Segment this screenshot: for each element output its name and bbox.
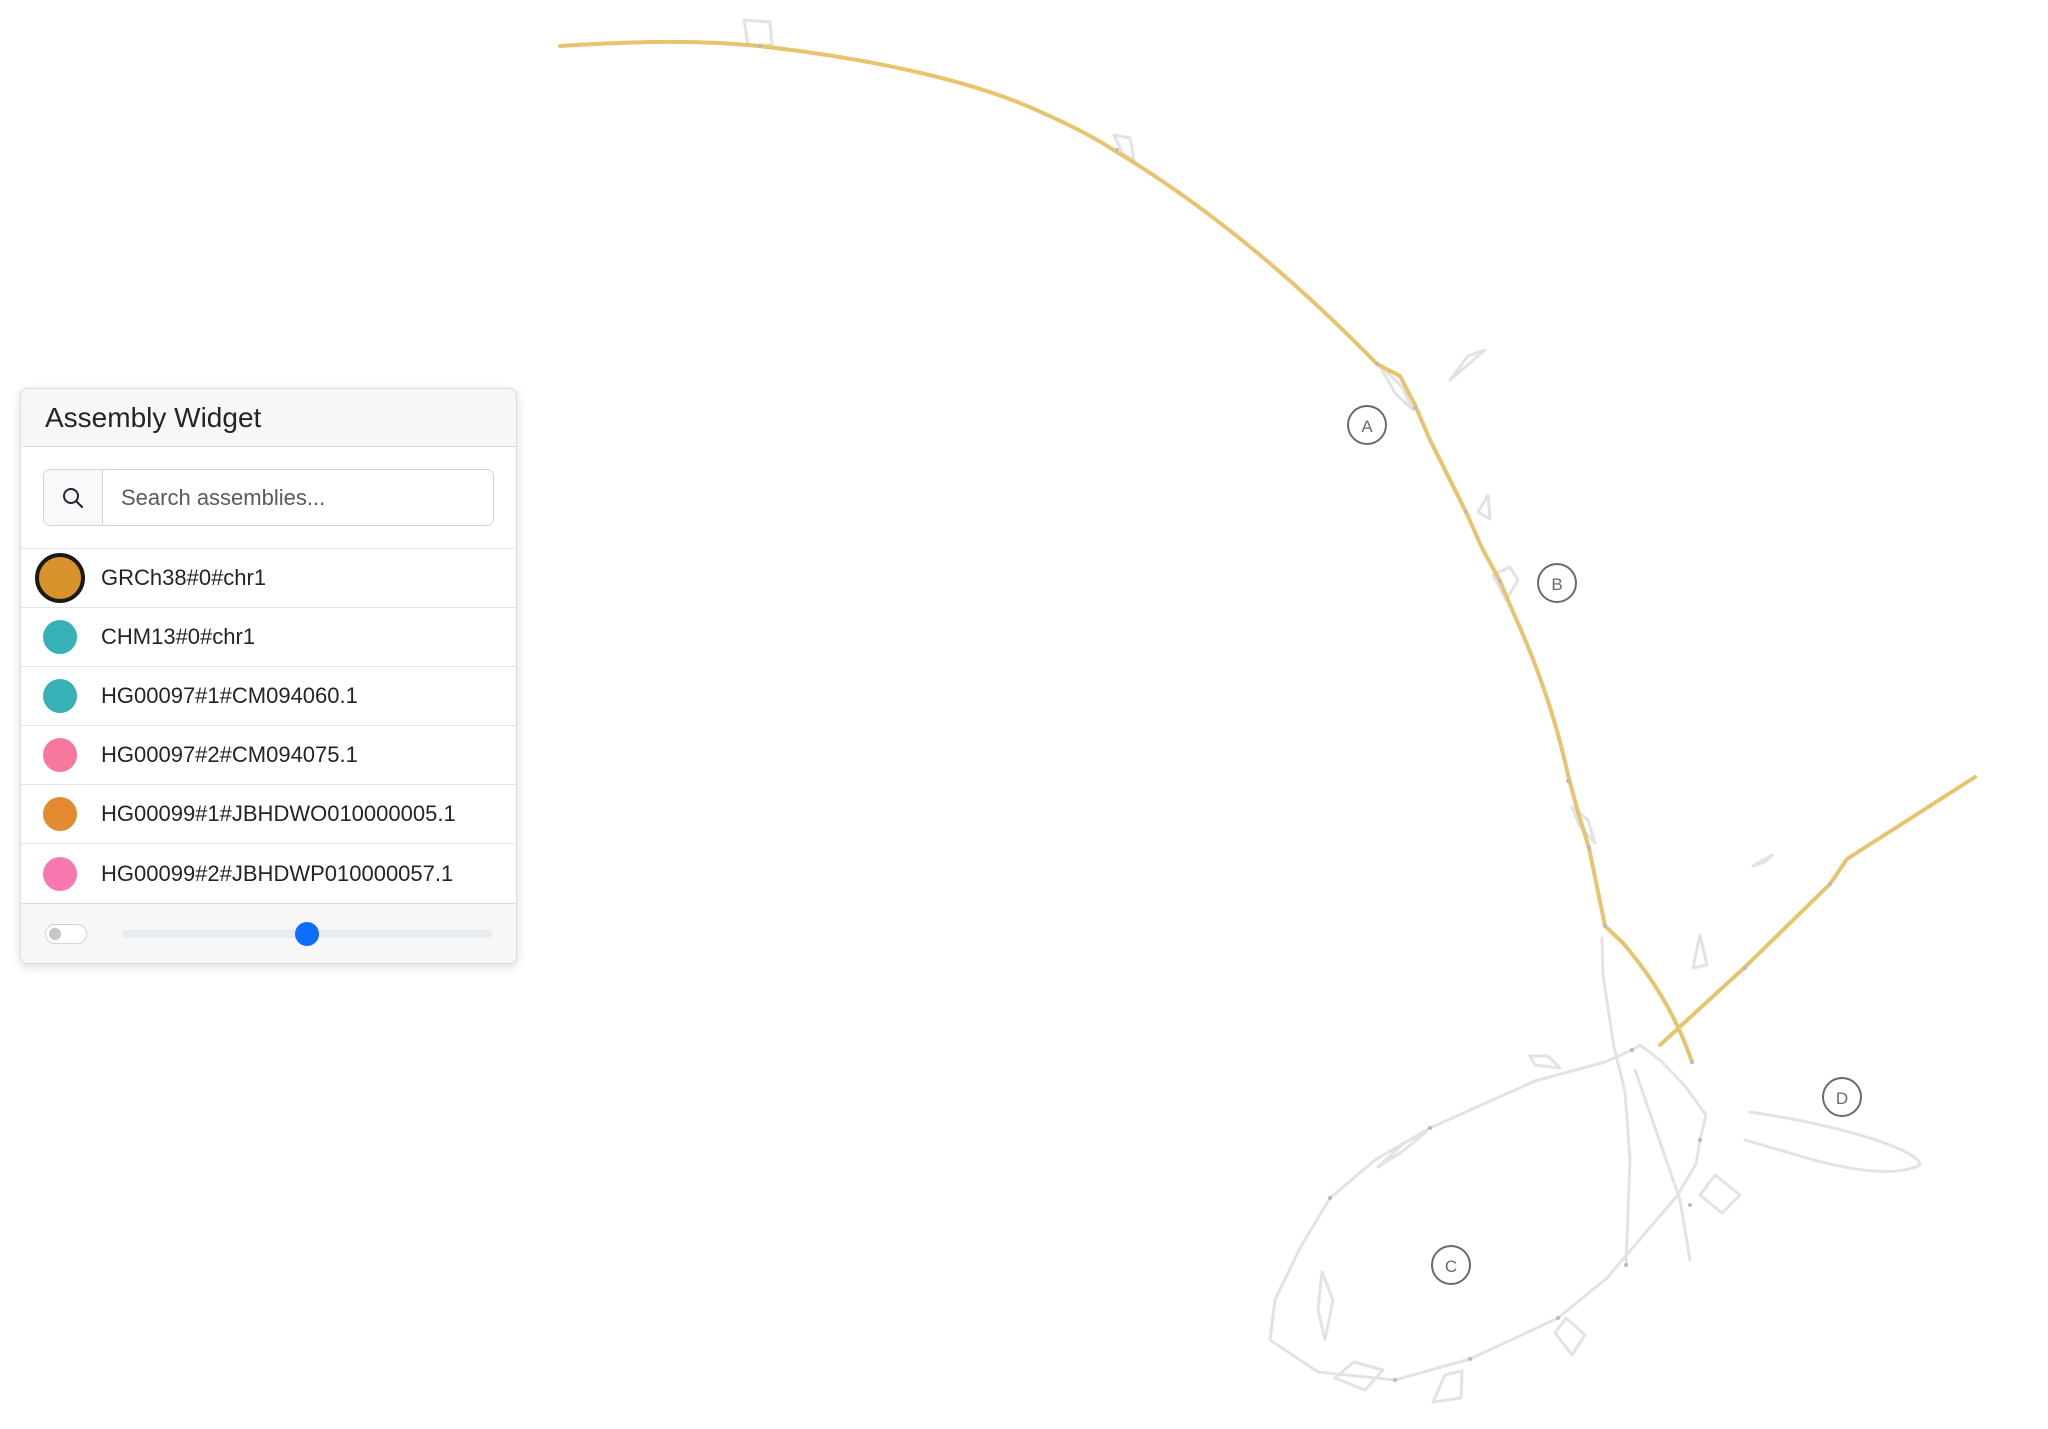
assembly-item[interactable]: HG00097#1#CM094060.1 <box>21 667 516 726</box>
graph-label-a-text: A <box>1361 417 1373 436</box>
graph-junction-dots <box>758 44 1832 1382</box>
assembly-name: HG00097#1#CM094060.1 <box>101 683 358 708</box>
graph-base-edges <box>742 18 1922 1404</box>
assembly-color-swatch <box>43 797 77 831</box>
graph-highlighted-path <box>558 39 1977 1064</box>
toggle-knob <box>49 927 61 940</box>
assembly-name: GRCh38#0#chr1 <box>101 565 267 590</box>
assembly-list: GRCh38#0#chr1 CHM13#0#chr1 HG00097#1#CM0… <box>21 549 516 903</box>
widget-header: Assembly Widget <box>21 389 516 447</box>
assembly-item[interactable]: GRCh38#0#chr1 <box>21 549 516 608</box>
assembly-item[interactable]: HG00099#2#JBHDWP010000057.1 <box>21 844 516 903</box>
assembly-name: CHM13#0#chr1 <box>101 624 256 649</box>
opacity-slider[interactable] <box>122 921 492 946</box>
assembly-name: HG00097#2#CM094075.1 <box>101 742 358 767</box>
assembly-item[interactable]: HG00099#1#JBHDWO010000005.1 <box>21 785 516 844</box>
graph-label-b-text: B <box>1551 575 1562 594</box>
assembly-name: HG00099#1#JBHDWO010000005.1 <box>101 801 456 826</box>
widget-title: Assembly Widget <box>45 401 262 433</box>
assembly-item[interactable]: HG00097#2#CM094075.1 <box>21 726 516 785</box>
slider-thumb[interactable] <box>295 921 319 946</box>
assembly-color-swatch <box>43 620 77 654</box>
graph-label-d-text: D <box>1836 1089 1848 1108</box>
assembly-color-swatch <box>35 553 85 603</box>
graph-label-c-text: C <box>1445 1257 1457 1276</box>
assembly-item[interactable]: CHM13#0#chr1 <box>21 608 516 667</box>
search-group <box>43 469 494 526</box>
assembly-widget: Assembly Widget GRCh38#0#chr1 CHM13#0#ch… <box>20 388 517 964</box>
graph-label-d[interactable]: D <box>1822 1077 1862 1117</box>
assembly-color-swatch <box>43 856 77 891</box>
search-input[interactable] <box>103 470 493 525</box>
graph-label-a[interactable]: A <box>1347 405 1387 445</box>
assembly-color-swatch <box>43 738 77 772</box>
widget-footer <box>21 903 516 963</box>
graph-label-c[interactable]: C <box>1431 1245 1471 1285</box>
graph-label-b[interactable]: B <box>1537 563 1577 603</box>
assembly-name: HG00099#2#JBHDWP010000057.1 <box>101 860 454 886</box>
search-section <box>21 447 516 549</box>
assembly-color-swatch <box>43 679 77 713</box>
search-icon <box>44 470 103 525</box>
display-toggle[interactable] <box>45 923 87 944</box>
